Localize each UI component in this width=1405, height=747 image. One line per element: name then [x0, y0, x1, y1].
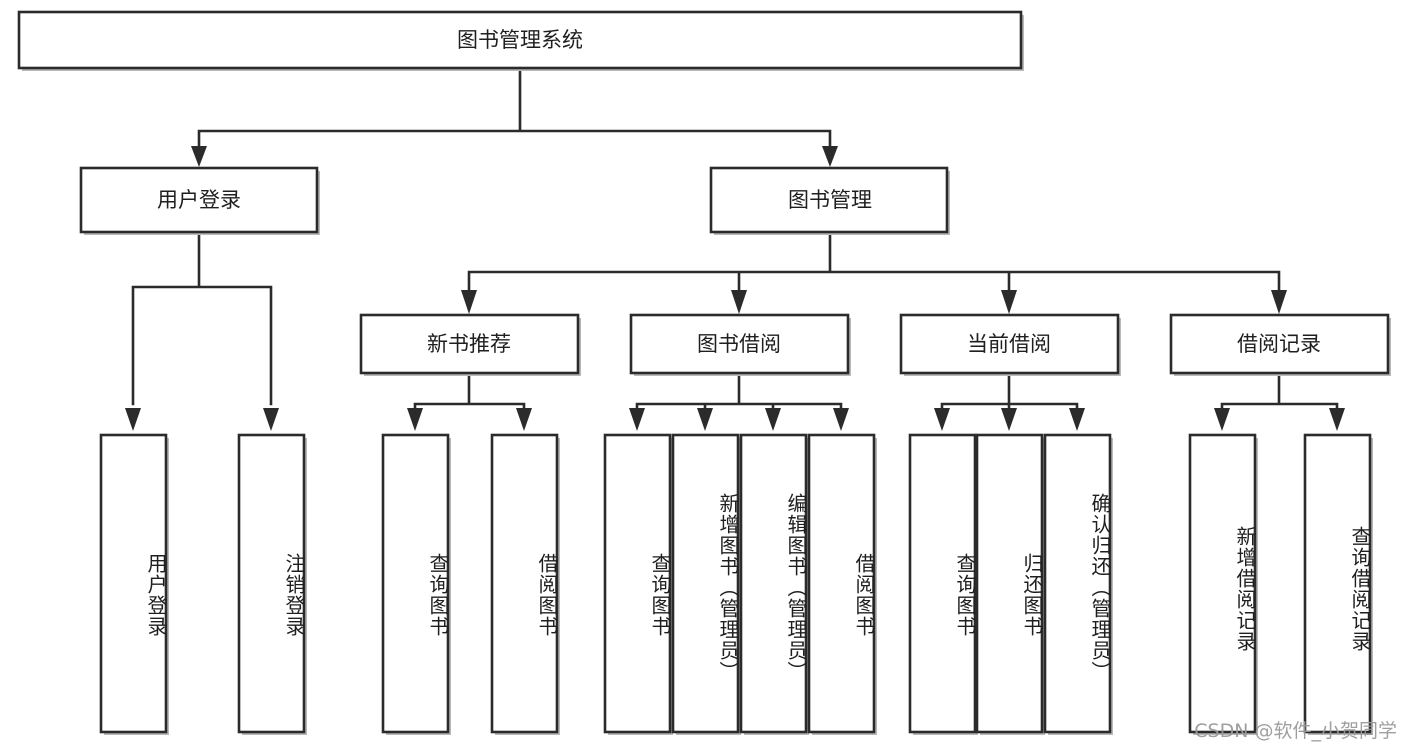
- arrowhead-new-book-leaf-1: [407, 408, 423, 431]
- node-borrow-records[interactable]: 借阅记录: [1169, 313, 1391, 376]
- node-book-management[interactable]: 图书管理: [709, 166, 950, 235]
- arrowhead-to-user-login: [191, 146, 207, 167]
- current-borrow-box: [899, 313, 1120, 375]
- arrowhead-to-current-borrow: [1001, 290, 1017, 314]
- arrowhead-current-borrow-leaf-1: [934, 408, 950, 431]
- connectors-layer: [125, 66, 1345, 431]
- leaf-box-borrow-records-1[interactable]: [1188, 433, 1257, 734]
- arrowhead-to-book-management: [822, 146, 838, 167]
- connector-current-borrow-to-leaves: [940, 373, 1079, 414]
- arrowhead-borrow-records-leaf-2: [1329, 408, 1345, 431]
- leaf-box-user-login-1[interactable]: [99, 433, 168, 734]
- root-box: [17, 10, 1023, 70]
- node-book-borrow[interactable]: 图书借阅: [629, 313, 851, 376]
- book-management-label: 图书管理: [788, 188, 872, 212]
- arrowhead-current-borrow-leaf-3: [1069, 408, 1085, 431]
- leaf-boxes-layer: [99, 433, 1373, 735]
- arrowhead-borrow-records-leaf-1: [1214, 408, 1230, 431]
- connector-book-management-to-level3: [467, 230, 1281, 294]
- arrowhead-to-borrow-records: [1271, 290, 1287, 314]
- book-borrow-label: 图书借阅: [697, 332, 781, 356]
- leaf-box-current-borrow-1[interactable]: [908, 433, 977, 734]
- leaf-box-book-borrow-2[interactable]: [671, 433, 740, 734]
- arrowhead-current-borrow-leaf-2: [1001, 408, 1017, 431]
- new-book-recommend-label: 新书推荐: [427, 332, 511, 356]
- arrowhead-book-borrow-leaf-1: [629, 408, 645, 431]
- arrowhead-book-borrow-leaf-4: [833, 408, 849, 431]
- leaf-box-new-book-2[interactable]: [490, 433, 559, 734]
- leaf-box-current-borrow-3[interactable]: [1043, 433, 1112, 734]
- borrow-records-label: 借阅记录: [1237, 332, 1321, 356]
- connector-new-book-recommend-to-leaves: [413, 373, 526, 414]
- arrowhead-book-borrow-leaf-2: [697, 408, 713, 431]
- connector-root-to-level2: [197, 66, 832, 152]
- node-new-book-recommend[interactable]: 新书推荐: [359, 313, 581, 376]
- root-label: 图书管理系统: [457, 28, 583, 52]
- book-management-box: [709, 166, 949, 234]
- connector-book-borrow-to-leaves: [635, 373, 843, 414]
- leaf-box-current-borrow-2[interactable]: [975, 433, 1044, 734]
- current-borrow-label: 当前借阅: [967, 332, 1051, 356]
- leaf-box-new-book-1[interactable]: [381, 433, 450, 734]
- leaf-box-user-login-2[interactable]: [237, 433, 306, 734]
- node-current-borrow[interactable]: 当前借阅: [899, 313, 1121, 376]
- node-user-login[interactable]: 用户登录: [79, 166, 320, 235]
- connector-borrow-records-to-leaves: [1220, 373, 1339, 414]
- leaf-box-book-borrow-1[interactable]: [603, 433, 672, 734]
- node-root-system[interactable]: 图书管理系统: [17, 10, 1024, 71]
- user-login-label: 用户登录: [157, 188, 241, 212]
- arrowhead-book-borrow-leaf-3: [765, 408, 781, 431]
- arrowhead-user-login-leaf-2: [263, 408, 279, 431]
- user-login-box: [79, 166, 319, 234]
- arrowhead-to-new-book-recommend: [461, 290, 477, 314]
- arrowhead-new-book-leaf-2: [516, 408, 532, 431]
- watermark-text: CSDN @软件_小贺同学: [1194, 720, 1397, 742]
- connector-user-login-to-leaves: [131, 230, 273, 406]
- arrowhead-to-book-borrow: [731, 290, 747, 314]
- borrow-records-box: [1169, 313, 1390, 375]
- new-book-recommend-box: [359, 313, 580, 375]
- leaf-box-book-borrow-3[interactable]: [739, 433, 808, 734]
- arrowhead-user-login-leaf-1: [125, 408, 141, 431]
- leaf-box-book-borrow-4[interactable]: [807, 433, 876, 734]
- book-borrow-box: [629, 313, 850, 375]
- leaf-box-borrow-records-2[interactable]: [1303, 433, 1372, 734]
